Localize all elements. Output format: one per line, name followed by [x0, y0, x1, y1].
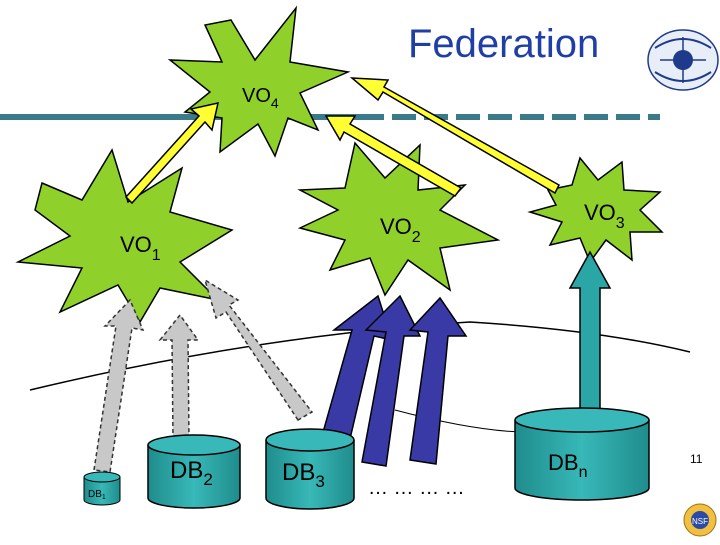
arrow-vo2-to-vo4: [324, 115, 463, 197]
db2-label: DB2: [170, 457, 213, 489]
page-number: 11: [690, 452, 703, 466]
arrow-db3-to-vo1: [203, 278, 314, 421]
galaxy-logo-icon: [647, 29, 719, 91]
blue-arrow-3: [408, 296, 468, 465]
arrow-dbn-to-vo3: [568, 250, 612, 421]
dbn-cylinder: [514, 407, 650, 501]
arrow-db1-to-vo1: [93, 298, 145, 473]
curve-line-small: [394, 409, 521, 433]
vo2-label: VO2: [380, 214, 421, 246]
arrow-db2-to-vo1: [158, 313, 200, 441]
arrow-vo1-to-vo4: [124, 102, 219, 205]
db3-label: DB3: [282, 459, 325, 491]
svg-text:NSF: NSF: [692, 517, 708, 526]
db2-cylinder: [147, 434, 241, 509]
db1-label: DB1: [88, 489, 106, 501]
vo2-star: [297, 141, 501, 297]
vo1-label: VO1: [120, 232, 161, 264]
blue-arrows: [317, 294, 468, 467]
vo3-star: [527, 156, 664, 264]
gray-arrows: [93, 278, 314, 473]
nsf-logo-icon: NSF: [683, 503, 717, 537]
vo4-label: VO4: [242, 85, 279, 111]
blue-arrow-2: [361, 294, 422, 467]
db3-cylinder: [265, 428, 355, 510]
yellow-arrows: [124, 77, 560, 205]
page-title: Federation: [408, 22, 600, 66]
vo4-star: [167, 5, 351, 158]
arrow-vo3-to-vo4: [349, 77, 560, 195]
vo3-label: VO3: [584, 200, 625, 232]
ellipsis-label: … … … …: [368, 477, 465, 499]
vo1-star: [15, 148, 234, 324]
dbn-label: DBn: [548, 450, 587, 481]
db1-cylinder: [83, 471, 121, 506]
